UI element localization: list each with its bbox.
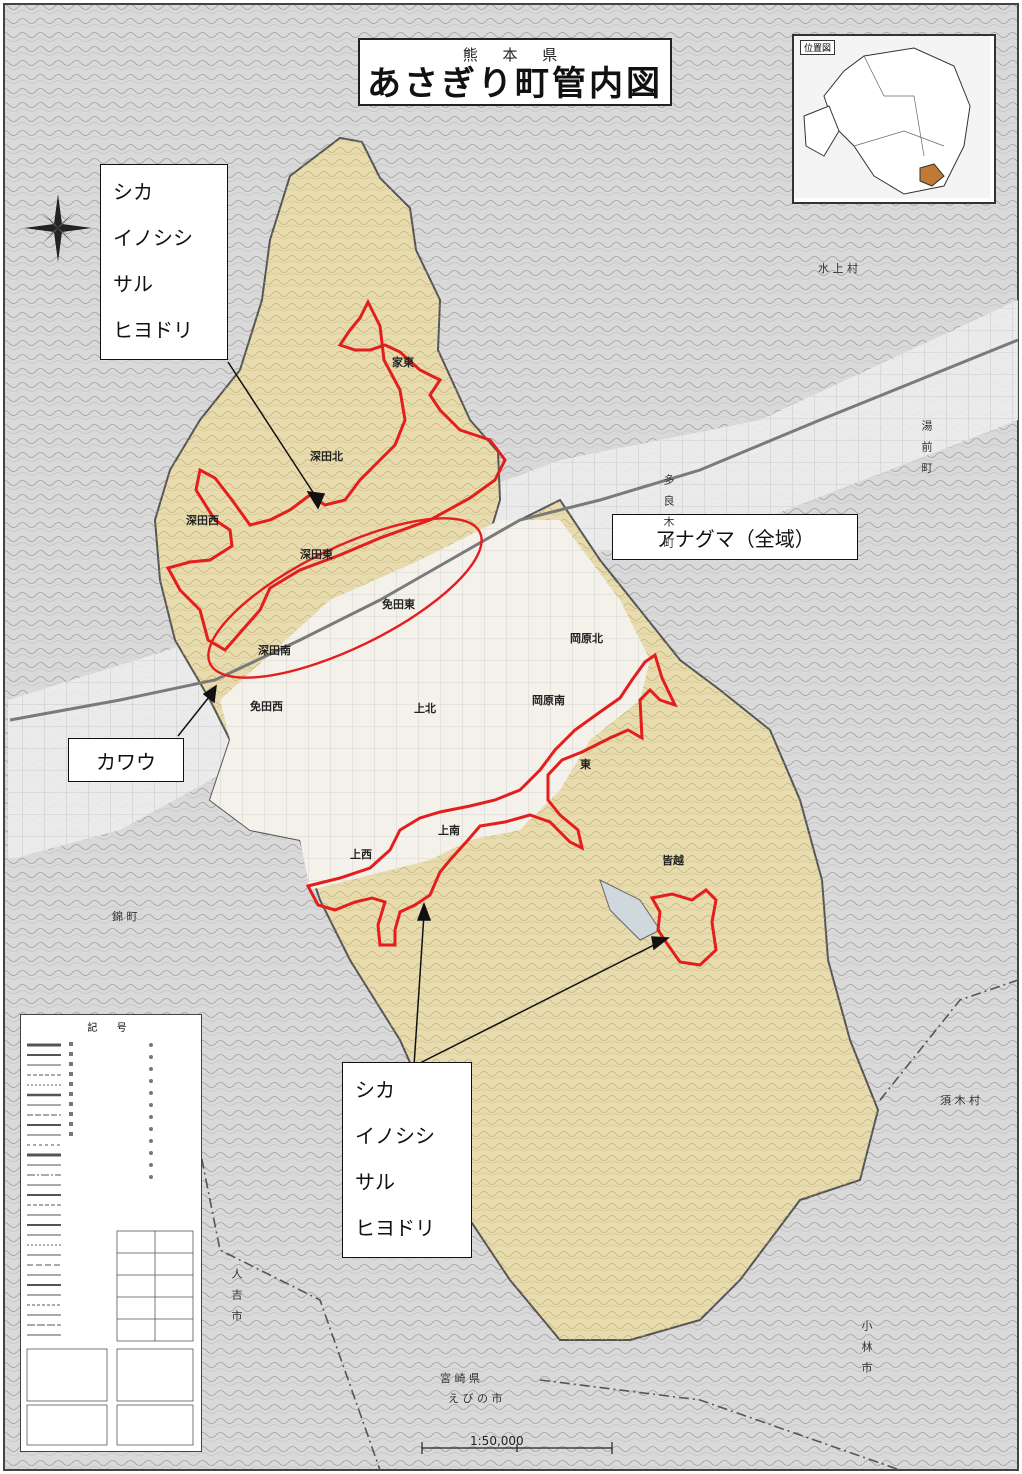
neighbor-label: 多良木町: [662, 474, 675, 558]
scale-bar: [421, 1442, 613, 1454]
dam-lake: [599, 879, 661, 941]
district-label: 上南: [438, 824, 460, 837]
district-label: 岡原南: [532, 694, 565, 707]
location-inset-map: 位置図: [792, 34, 996, 204]
neighbor-label: 須 木 村: [940, 1094, 980, 1107]
callout-south-animals: シカ イノシシ サル ヒヨドリ: [342, 1062, 472, 1258]
inset-label: 位置図: [800, 40, 836, 55]
map-border: [3, 3, 1019, 1471]
animal-label-deer: シカ: [355, 1078, 395, 1102]
arrow-line-south-a: [413, 913, 425, 1067]
neighbor-boundary: [539, 1379, 901, 1471]
animal-label-bulbul: ヒヨドリ: [355, 1216, 435, 1240]
arrow-line-south-b: [413, 941, 661, 1067]
callout-north-animals: シカ イノシシ サル ヒヨドリ: [100, 164, 228, 360]
animal-label-monkey: サル: [113, 272, 153, 296]
legend-title: 記 号: [87, 1023, 135, 1034]
district-label: 岡原北: [570, 632, 603, 645]
neighbor-boundary: [189, 1099, 381, 1471]
zone-north: [165, 298, 507, 652]
inset-map-graphic: [794, 36, 990, 198]
zone-river: [207, 517, 483, 679]
district-label: 深田西: [186, 514, 219, 527]
map-title-box: 熊 本 県 あさぎり町管内図: [358, 38, 672, 106]
lowland-grid: [210, 520, 650, 890]
zone-minakoshi: [649, 888, 718, 967]
district-label: 深田東: [300, 548, 333, 561]
arrow-head-kawau: [202, 684, 217, 704]
scale-label: 1:50,000: [470, 1434, 524, 1448]
zone-south: [305, 652, 678, 947]
animal-label-badger: アナグマ（全域）: [655, 526, 815, 551]
neighbor-label: 小林市: [860, 1320, 873, 1383]
neighbor-label: 水 上 村: [818, 262, 858, 275]
arrow-line-kawau: [177, 691, 214, 737]
district-label: 東: [580, 758, 591, 771]
arrow-line-north: [227, 361, 319, 501]
kuma-river: [9, 338, 1019, 722]
arrows: [177, 361, 671, 1067]
arrow-head-south-a: [416, 901, 432, 921]
neighbor-boundary: [879, 979, 1019, 1101]
animal-label-cormorant: カワウ: [96, 749, 156, 774]
prefecture-label: 熊 本 県: [462, 46, 568, 64]
neighbor-label: 宮 崎 県: [440, 1372, 480, 1385]
neighbor-label: 錦 町: [112, 910, 138, 923]
animal-label-monkey: サル: [355, 1170, 395, 1194]
district-label: 深田南: [258, 644, 291, 657]
district-label: 上北: [414, 702, 436, 715]
animal-label-boar: イノシシ: [113, 226, 193, 250]
district-label: 皆越: [662, 854, 684, 867]
animal-label-boar: イノシシ: [355, 1124, 435, 1148]
arrow-head-north: [306, 491, 326, 510]
callout-kawau: カワウ: [68, 738, 184, 782]
neighbor-label: 湯前町: [920, 420, 933, 483]
callout-anaguma: アナグマ（全域）: [612, 514, 858, 560]
district-label: 免田西: [250, 700, 283, 713]
district-label: 家東: [392, 356, 414, 369]
district-label: 深田北: [310, 450, 343, 463]
map-title: あさぎり町管内図: [367, 64, 663, 104]
neighbor-label: 人吉市: [230, 1268, 243, 1331]
arrow-head-south-b: [651, 936, 671, 951]
district-label: 免田東: [382, 598, 415, 611]
district-label: 上西: [350, 848, 372, 861]
animal-label-bulbul: ヒヨドリ: [113, 318, 193, 342]
map-legend: 記 号: [20, 1014, 202, 1452]
animal-label-deer: シカ: [113, 180, 153, 204]
legend-symbols: [26, 1042, 194, 1446]
neighbor-label: え び の 市: [448, 1392, 503, 1405]
compass-icon: [24, 194, 92, 262]
